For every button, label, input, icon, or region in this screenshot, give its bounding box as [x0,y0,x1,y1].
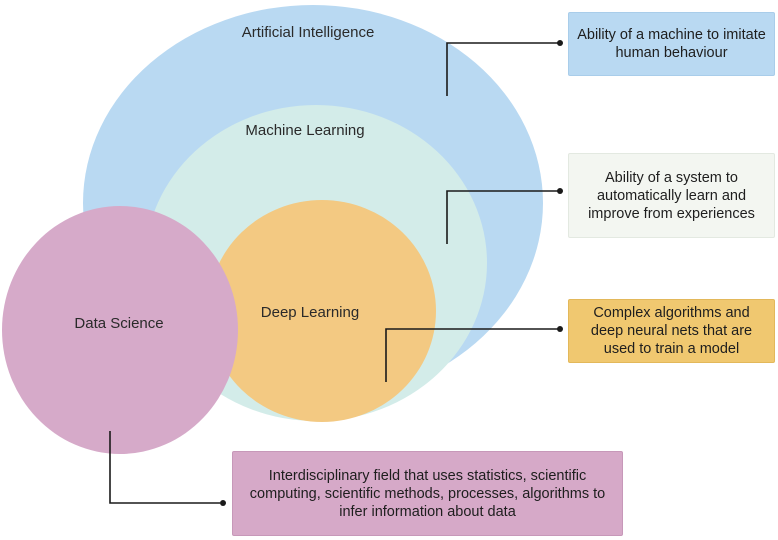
dl-connector-line [385,328,558,382]
ai-description-box: Ability of a machine to imitate human be… [568,12,775,76]
dl-circle-label: Deep Learning [261,304,359,321]
ds-connector-dot [220,500,226,506]
ml-description-box: Ability of a system to automatically lea… [568,153,775,238]
ds-description-text: Interdisciplinary field that uses statis… [249,467,606,520]
ml-description-text: Ability of a system to automatically lea… [588,169,755,222]
dl-description-box: Complex algorithms and deep neural nets … [568,299,775,363]
dl-connector-dot [557,326,563,332]
ds-description-box: Interdisciplinary field that uses statis… [232,451,623,536]
ai-connector-dot [557,40,563,46]
dl-circle [208,200,436,422]
ds-circle [2,206,238,454]
ml-connector-line [446,190,558,244]
ml-circle-label: Machine Learning [245,122,364,139]
ai-circle-label: Artificial Intelligence [242,24,375,41]
dl-description-text: Complex algorithms and deep neural nets … [590,305,753,357]
ds-circle-label: Data Science [74,315,163,332]
ai-description-text: Ability of a machine to imitate human be… [577,27,766,61]
ml-connector-dot [557,188,563,194]
ds-connector-line [109,431,220,504]
ai-connector-line [446,42,558,96]
